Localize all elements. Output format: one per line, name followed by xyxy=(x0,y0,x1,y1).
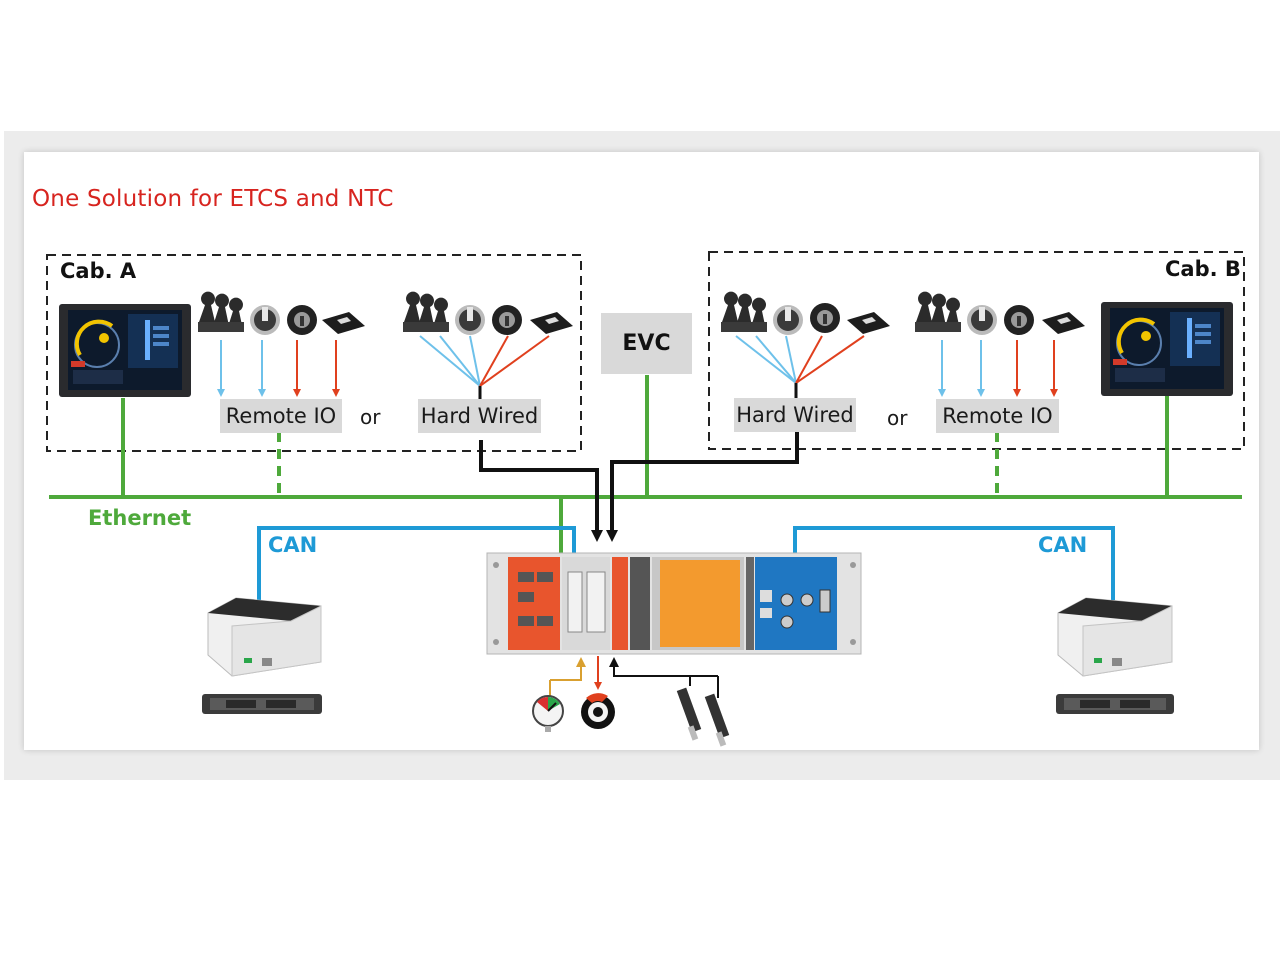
control-devices-cab-a-hardwired-icon xyxy=(403,291,573,335)
pressure-signal-line xyxy=(550,657,586,681)
hard-wired-box-right: Hard Wired xyxy=(734,398,856,432)
speed-sensor-icon xyxy=(676,687,730,747)
can-label-right: CAN xyxy=(1038,533,1088,557)
cab-a-boundary xyxy=(46,254,582,452)
evc-box: EVC xyxy=(601,313,692,374)
remote-io-box-left: Remote IO xyxy=(220,399,342,433)
hard-wired-box-left: Hard Wired xyxy=(418,399,541,433)
cab-b-label: Cab. B xyxy=(1165,257,1241,281)
cab-b-remote-arrows xyxy=(938,340,1058,397)
pressure-gauge-icon xyxy=(532,695,564,732)
cab-a-remote-arrows xyxy=(217,340,340,397)
cab-a-label: Cab. A xyxy=(60,259,137,283)
evc-rack-icon xyxy=(486,552,862,655)
control-devices-cab-a-remote-icon xyxy=(198,291,365,335)
cab-a-hardwired-fan xyxy=(419,335,550,402)
cab-b-hardwired-fan xyxy=(735,335,865,400)
hardwired-cables xyxy=(479,430,799,542)
balise-antenna-left-icon xyxy=(202,694,322,714)
can-label-left: CAN xyxy=(268,533,318,557)
ethernet-label: Ethernet xyxy=(88,506,192,530)
can-bus xyxy=(257,526,1115,600)
can-module-right-icon xyxy=(1057,597,1173,677)
control-devices-cab-b-remote-icon xyxy=(915,291,1085,335)
dmi-display-cab-b-icon xyxy=(1101,302,1233,396)
speed-sensor-line xyxy=(609,657,691,686)
ethernet-bus xyxy=(49,375,1242,554)
balise-antenna-right-icon xyxy=(1056,694,1174,714)
dmi-display-cab-a-icon xyxy=(59,304,191,397)
or-label-left: or xyxy=(360,405,381,429)
or-label-right: or xyxy=(887,406,908,430)
diagram-title: One Solution for ETCS and NTC xyxy=(32,186,394,212)
control-devices-cab-b-hardwired-icon xyxy=(721,291,890,335)
remote-io-box-right: Remote IO xyxy=(936,399,1059,433)
can-module-left-icon xyxy=(207,597,322,677)
brake-disc-icon xyxy=(581,693,615,729)
cab-b-boundary xyxy=(708,251,1245,450)
